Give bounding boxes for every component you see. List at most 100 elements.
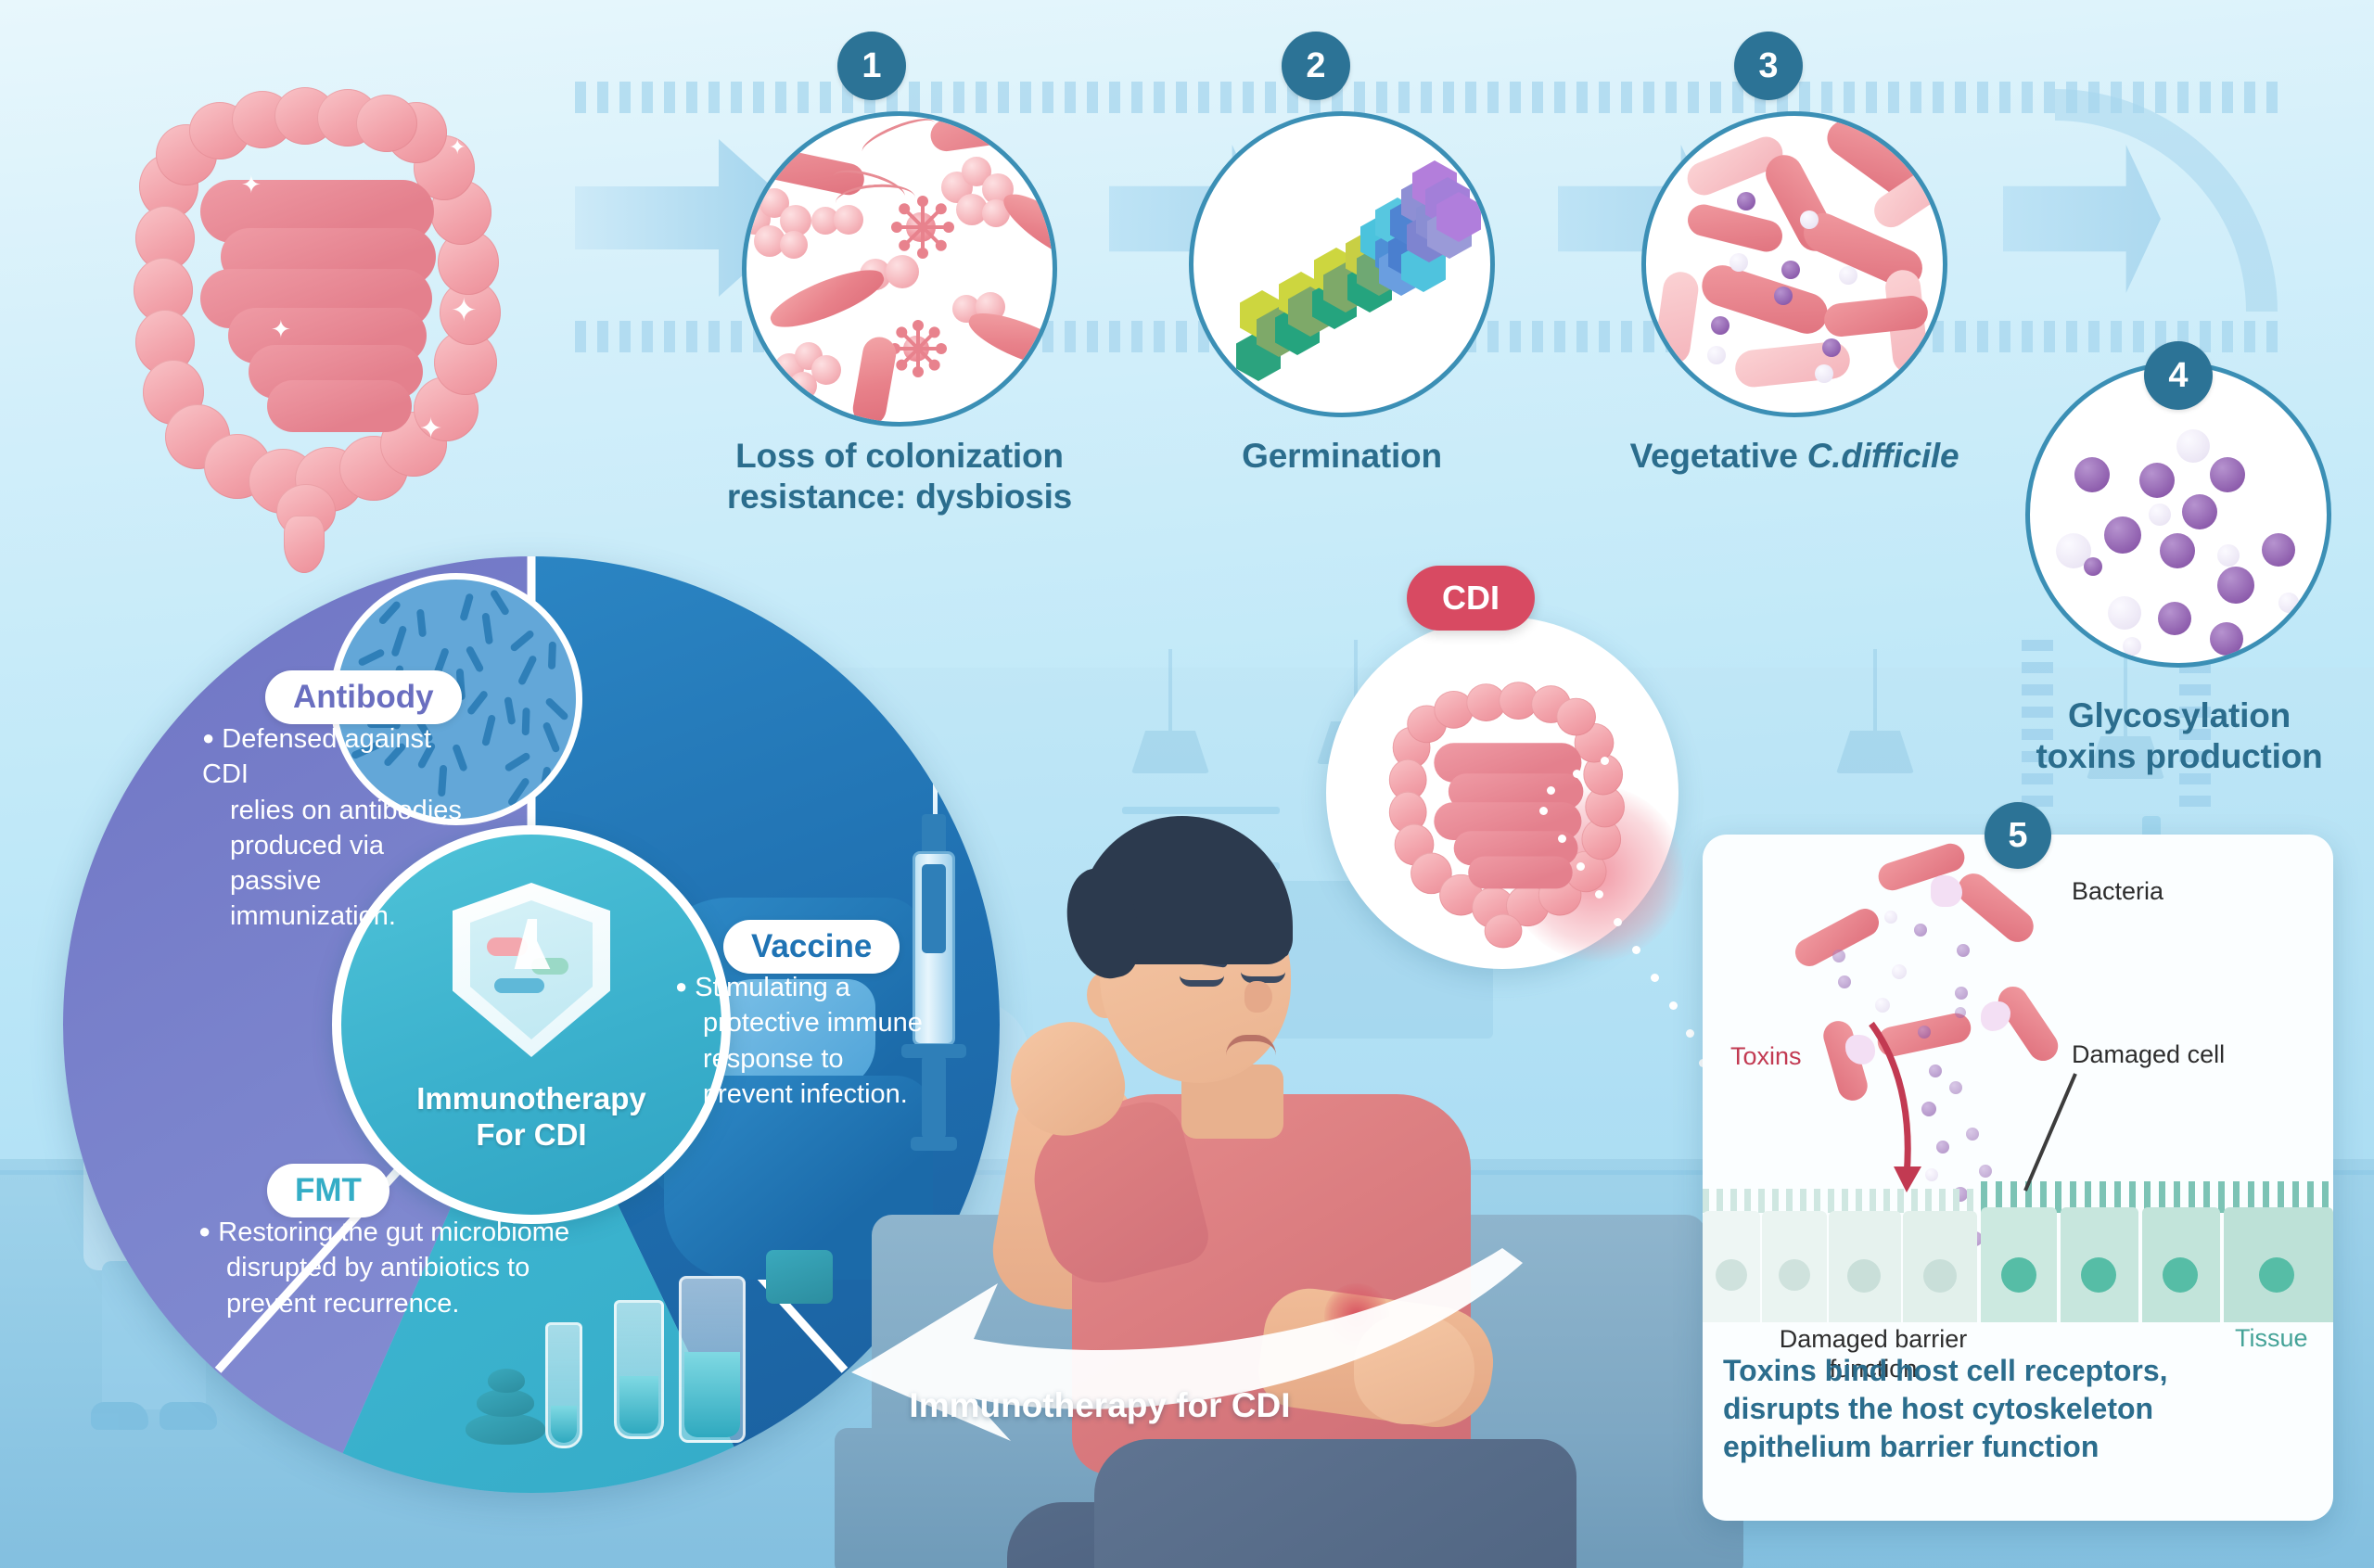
step-3-label: Vegetative C.difficile — [1576, 436, 2012, 477]
toxin-dot — [2217, 567, 2254, 604]
cocci-cluster — [774, 342, 841, 400]
toxin-dot — [2217, 544, 2240, 567]
tag-fmt[interactable]: FMT — [267, 1164, 389, 1217]
cell-nucleus — [1923, 1259, 1957, 1293]
toxin-dot — [2210, 457, 2245, 492]
panel5-badge: 5 — [1985, 802, 2051, 869]
toxin-dot — [1707, 346, 1726, 364]
tag-vaccine[interactable]: Vaccine — [723, 920, 900, 974]
cdi-status-badge: CDI — [1407, 566, 1535, 631]
toxin-dot — [1711, 316, 1729, 335]
toxin-arrow — [1869, 1021, 1921, 1192]
caption-line3: epithelium barrier function — [1723, 1429, 2100, 1463]
toxin-bloom — [1845, 1035, 1875, 1064]
tag-antibody[interactable]: Antibody — [265, 670, 462, 724]
cell-nucleus — [2081, 1257, 2116, 1293]
toxin-dot — [2210, 622, 2243, 656]
syringe-icon — [872, 731, 1000, 1183]
toxin-bloom — [1981, 1001, 2010, 1031]
ceiling-lamp-icon — [1836, 649, 1914, 788]
toxin-particle — [1875, 998, 1890, 1013]
toxin-particle — [1957, 944, 1970, 957]
toxin-dot — [2158, 602, 2191, 635]
toxin-dot — [1839, 266, 1857, 285]
toxin-dot — [2262, 533, 2295, 567]
toxin-particle — [1838, 975, 1851, 988]
label-bacteria: Bacteria — [2072, 877, 2164, 905]
label-toxins: Toxins — [1730, 1042, 1802, 1070]
lab-beaker — [679, 1276, 746, 1443]
step-4-label: Glycosylation toxins production — [1994, 695, 2365, 776]
toxin-particle — [1925, 1168, 1938, 1181]
toxin-dot — [2139, 463, 2175, 498]
toxin-dot — [1781, 261, 1800, 279]
label-tissue: Tissue — [2235, 1324, 2308, 1352]
step-1-circle — [742, 111, 1057, 427]
cell-nucleus — [2163, 1257, 2198, 1293]
inflamed-gut-illustration — [1378, 675, 1630, 949]
cell-nucleus — [2001, 1257, 2036, 1293]
toxin-particle — [1929, 1064, 1942, 1077]
toxin-particle — [1955, 1007, 1966, 1018]
toxin-dot — [2123, 637, 2141, 656]
step-2-label-line1: Germination — [1242, 437, 1442, 475]
hub-label-line1: Immunotherapy — [416, 1080, 646, 1115]
cell-nucleus — [1716, 1259, 1747, 1291]
toxin-dot — [2084, 557, 2102, 576]
step-4-label-line1: Glycosylation — [2067, 696, 2291, 734]
toxin-particle — [1936, 1141, 1949, 1154]
label-damaged-cell: Damaged cell — [2072, 1040, 2226, 1068]
step-3-badge: 3 — [1734, 32, 1803, 100]
toxin-dot — [2278, 593, 2299, 613]
wheel-hub-label: Immunotherapy For CDI — [416, 1080, 646, 1154]
toxin-particle — [1918, 1026, 1931, 1039]
toxin-dot — [2176, 429, 2210, 463]
toxin-dot — [2108, 596, 2141, 630]
cocci-cluster — [941, 157, 1015, 227]
toxin-particle — [1892, 964, 1907, 979]
cdi-gut-bubble — [1326, 617, 1684, 969]
toxin-dot — [1737, 192, 1755, 210]
patient-jeans — [1094, 1439, 1576, 1568]
step-4-circle — [2025, 362, 2331, 668]
flow-track-vertical — [2022, 640, 2053, 816]
cell-nucleus — [2259, 1257, 2294, 1293]
cell-nucleus — [1847, 1259, 1881, 1293]
step-2-badge: 2 — [1282, 32, 1350, 100]
toxin-particle — [1979, 1165, 1992, 1178]
fmt-description: ●Restoring the gut microbiome disrupted … — [198, 1217, 570, 1319]
virus-particle — [893, 325, 941, 377]
label-damaged-barrier: Damaged barrier function — [1779, 1325, 1968, 1383]
cell-nucleus — [1779, 1259, 1810, 1291]
toxin-particle — [1955, 987, 1968, 1000]
toxin-bloom — [1931, 875, 1962, 907]
step-3-label-line1: Vegetative — [1629, 437, 1807, 475]
caption-line1: Toxins bind host cell receptors, — [1723, 1354, 2168, 1387]
toxin-particle — [1966, 1128, 1979, 1141]
lab-measuring-cylinder — [545, 1322, 582, 1448]
toxin-dot — [2160, 533, 2195, 568]
toxin-dot — [1729, 253, 1748, 272]
panel5-caption: Toxins bind host cell receptors, disrupt… — [1723, 1352, 2317, 1466]
cocci-cluster — [747, 188, 813, 259]
toxin-particle — [1921, 1102, 1936, 1116]
toxin-dot — [2182, 494, 2217, 529]
toxin-particle — [1884, 911, 1897, 924]
patient-eye — [1180, 975, 1224, 987]
toxin-dot — [1774, 287, 1793, 305]
step-1-label-line2: resistance: dysbiosis — [726, 477, 1073, 516]
damaged-cell-leader — [2023, 1073, 2077, 1192]
toxin-dot — [2074, 457, 2110, 492]
patient-eye — [1241, 972, 1285, 983]
ceiling-lamp-icon — [2087, 655, 2164, 794]
step-3-label-italic: C.difficile — [1806, 437, 1959, 475]
step-2-label: Germination — [1156, 436, 1527, 477]
toxin-dot — [1822, 338, 1841, 357]
caption-line2: disrupts the host cytoskeleton — [1723, 1391, 2154, 1425]
toxin-particle — [1949, 1081, 1962, 1094]
step-4-badge: 4 — [2144, 341, 2213, 410]
wheel-hub: Immunotherapy For CDI — [332, 825, 731, 1224]
toxin-dot — [2104, 516, 2141, 554]
antibody-description: ●Defensed against CDI relies on antibodi… — [202, 724, 462, 932]
